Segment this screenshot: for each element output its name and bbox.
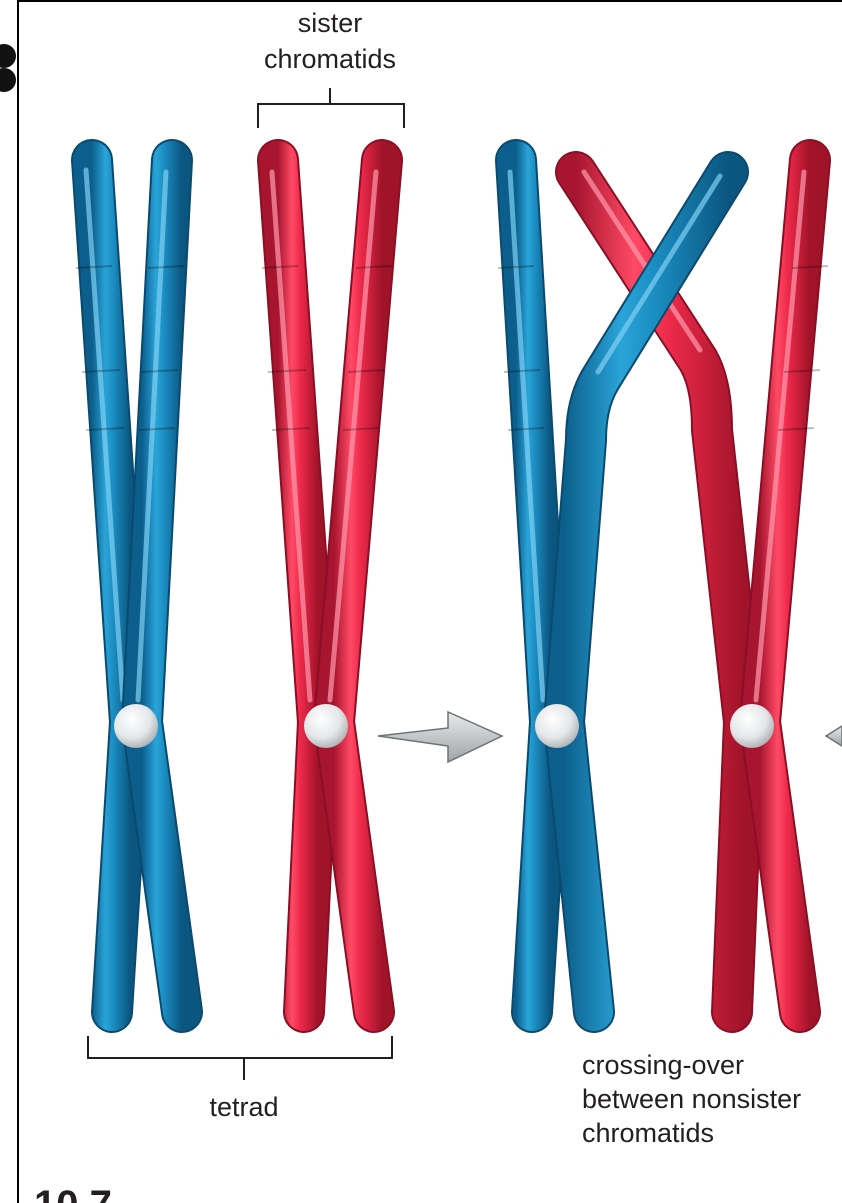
tetrad-label: tetrad bbox=[209, 1092, 278, 1122]
sister-chromatids-label-line2: chromatids bbox=[264, 44, 396, 74]
tetrad-left bbox=[86, 160, 382, 1012]
sister-chromatids-label-line1: sister bbox=[298, 8, 363, 38]
crossing-over-label-line2: between nonsister bbox=[582, 1084, 801, 1114]
process-arrow bbox=[378, 712, 502, 762]
crossing-over-label-line1: crossing-over bbox=[582, 1050, 744, 1080]
bullet-marker bbox=[0, 44, 16, 68]
tetrad-crossing-over bbox=[510, 160, 810, 1012]
sister-chromatids-bracket bbox=[258, 88, 404, 128]
crossing-over-label-line3: chromatids bbox=[582, 1118, 714, 1148]
chromatid-blue-2 bbox=[138, 160, 182, 1012]
chromatid-red-straight bbox=[756, 160, 810, 1012]
bullet-marker-2 bbox=[0, 68, 16, 92]
centromere-red bbox=[304, 704, 348, 748]
chromatid-blue-1 bbox=[86, 160, 130, 1012]
tetrad-bracket bbox=[88, 1036, 392, 1080]
chromatid-blue-3 bbox=[510, 160, 550, 1012]
chromatid-red-1 bbox=[272, 160, 318, 1012]
centromere-blue bbox=[114, 704, 158, 748]
chromatid-red-2 bbox=[330, 160, 382, 1012]
process-arrow-clipped bbox=[826, 726, 842, 746]
figure-number-fragment: 10.7 bbox=[34, 1183, 112, 1203]
centromere-blue-2 bbox=[535, 704, 579, 748]
centromere-red-2 bbox=[730, 704, 774, 748]
chromatid-blue-crossing bbox=[564, 172, 728, 1012]
